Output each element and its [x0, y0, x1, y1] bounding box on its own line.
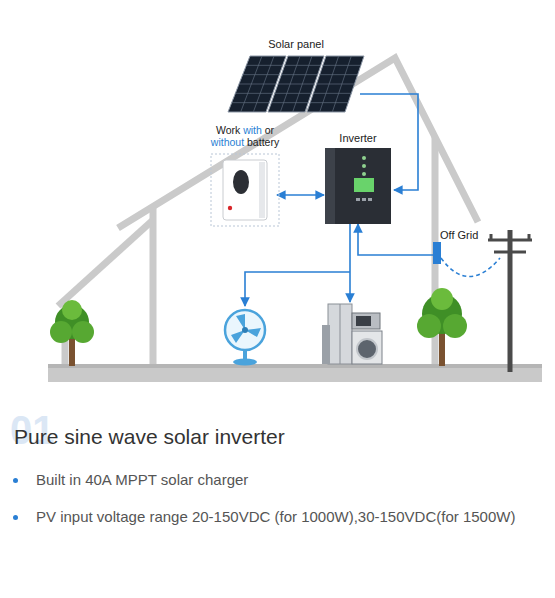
inverter-button	[368, 198, 372, 201]
panel-grid	[235, 93, 272, 94]
insulator	[490, 234, 493, 240]
inverter-side	[325, 148, 335, 224]
ground-band	[48, 364, 542, 382]
panel-grid	[271, 102, 308, 103]
panel-grid	[243, 74, 280, 75]
battery-led	[228, 206, 232, 210]
inverter-led	[362, 156, 366, 160]
panel-grid	[285, 65, 321, 66]
node-label: Work with or without battery	[203, 124, 287, 148]
battery-frame	[211, 154, 279, 226]
panel-grid	[239, 84, 276, 85]
ground	[48, 364, 542, 382]
tree	[417, 288, 467, 366]
panel-grid	[280, 56, 300, 112]
ground-edge	[48, 364, 542, 368]
inverter-screen	[354, 178, 374, 192]
vacuum	[322, 325, 330, 364]
utility-pole	[488, 230, 532, 372]
appliances	[322, 304, 382, 364]
label-word: or	[265, 124, 274, 136]
bullet-dot	[13, 478, 18, 483]
fan-wire	[245, 272, 350, 306]
washer	[352, 331, 382, 364]
bullet-dot	[13, 515, 18, 520]
tree	[50, 300, 94, 366]
panel-grid	[278, 84, 315, 85]
tree-crown	[72, 321, 94, 343]
panel-module	[307, 56, 364, 112]
panel-grid	[313, 93, 351, 94]
pole-crossbar	[488, 239, 532, 242]
solar-panel: Solar panel	[228, 36, 364, 114]
panel-grid	[317, 84, 355, 85]
electric-fan	[225, 310, 265, 366]
fan-blades	[231, 314, 261, 343]
panel-grid	[246, 65, 282, 66]
panel-grid	[241, 56, 262, 112]
battery-side	[259, 162, 265, 218]
appliance-wire	[349, 224, 351, 302]
inverter-led	[362, 164, 366, 168]
tree-crown	[431, 288, 453, 310]
grid-switch: Off Grid	[428, 229, 486, 265]
label-word: without	[211, 136, 247, 148]
microwave-window	[356, 316, 371, 326]
inverter-unit: Inverter	[322, 128, 394, 224]
power-connector	[358, 224, 433, 255]
insulator	[528, 234, 531, 240]
panel-grid	[310, 102, 348, 103]
grid-wire	[441, 258, 500, 277]
feature-bullet: Built in 40A MPPT solar charger	[36, 468, 536, 492]
panel-array	[228, 56, 364, 112]
panel-grid	[293, 56, 312, 112]
tree-crown	[62, 300, 82, 320]
panel-grid	[281, 74, 317, 75]
fan-guard	[225, 310, 265, 350]
battery-unit: Work with or without battery	[203, 120, 287, 228]
inverter-button	[362, 198, 366, 201]
inverter-led	[362, 172, 366, 176]
power-connector	[277, 194, 324, 196]
annex-roof	[58, 220, 153, 306]
section-heading: Pure sine wave solar inverter	[14, 425, 285, 449]
label-word: with	[243, 124, 265, 136]
grid-switch-box	[433, 242, 441, 264]
tree-crown	[50, 321, 72, 343]
fridge	[328, 304, 352, 364]
label-word: battery	[247, 136, 279, 148]
node-label: Solar panel	[228, 38, 364, 50]
panel-grid	[232, 102, 270, 103]
fridge-door	[340, 304, 341, 364]
pole-crossbar	[494, 251, 526, 254]
washer-door	[357, 339, 377, 359]
feature-bullet: PV input voltage range 20-150VDC (for 10…	[36, 505, 541, 529]
house-wall	[150, 207, 157, 366]
microwave	[352, 313, 380, 329]
fan-base	[233, 359, 257, 366]
panel-grid	[320, 74, 358, 75]
panel-grid	[320, 56, 339, 112]
panel-grid	[275, 93, 312, 94]
battery-display	[233, 170, 249, 194]
tree-crown	[443, 314, 467, 338]
label-word: Work	[216, 124, 243, 136]
panel-grid	[332, 56, 351, 112]
inverter-body	[325, 148, 391, 224]
node-label: Off Grid	[428, 229, 486, 241]
fan-hub	[242, 327, 248, 333]
load-wires	[245, 224, 350, 306]
tree-crown	[417, 314, 441, 338]
node-label: Inverter	[322, 132, 394, 144]
inverter-button	[356, 198, 360, 201]
battery-body	[223, 160, 267, 220]
panel-grid	[323, 65, 361, 66]
